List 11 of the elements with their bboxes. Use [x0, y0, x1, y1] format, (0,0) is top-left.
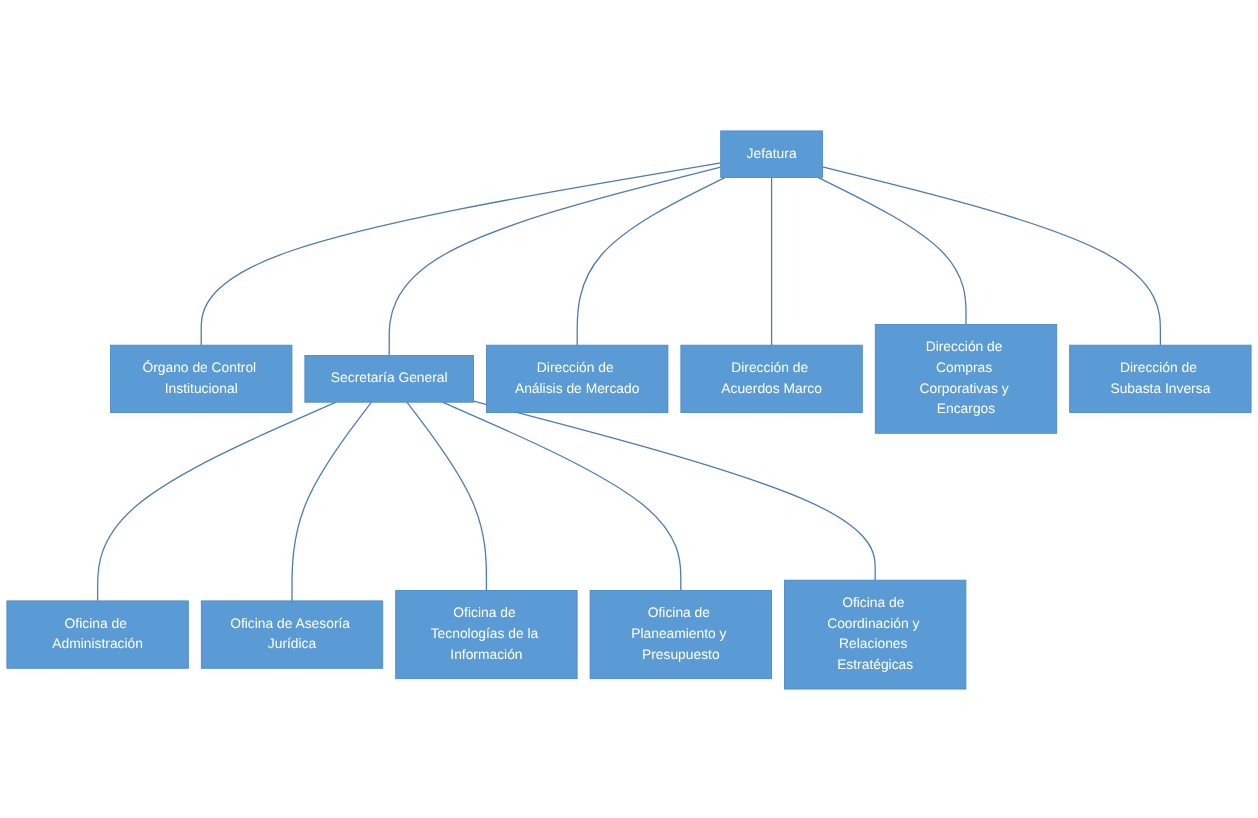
connector	[441, 400, 682, 591]
connector	[576, 175, 726, 345]
connector	[406, 400, 488, 591]
connector	[291, 400, 373, 601]
connector	[200, 161, 722, 345]
connector	[770, 175, 773, 345]
connector	[821, 165, 1161, 345]
connector	[472, 399, 876, 580]
connector	[96, 400, 337, 601]
connector	[388, 165, 722, 356]
connector	[817, 175, 967, 325]
